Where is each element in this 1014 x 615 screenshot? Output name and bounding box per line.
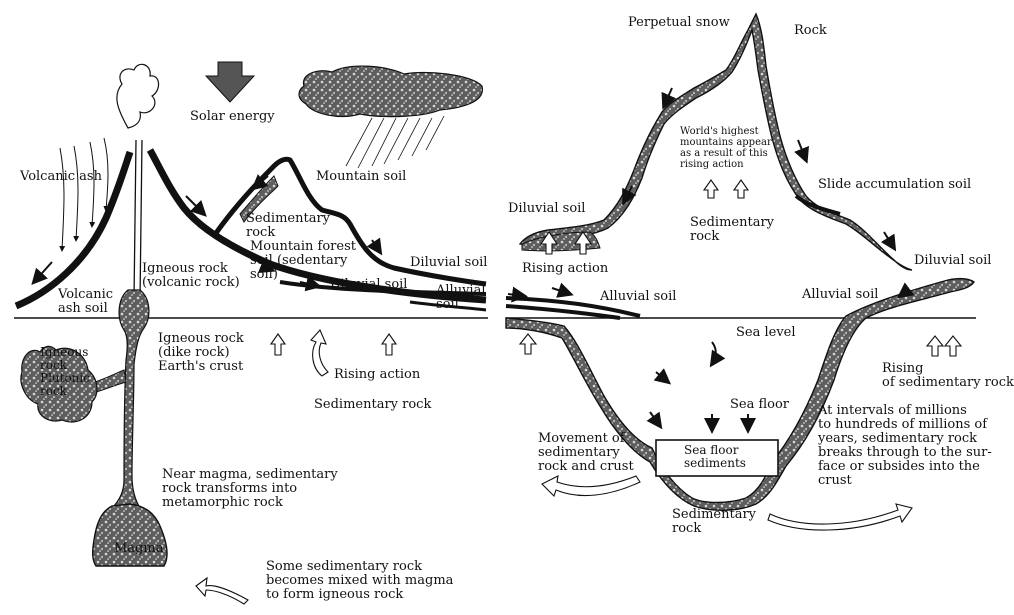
diluvial-soil-lower-label: Diluvial soil xyxy=(330,277,408,292)
right-panel-drawing xyxy=(505,12,976,531)
sedimentary-rock-mid-label: Sedimentary rock xyxy=(690,215,775,244)
intervals-label: At intervals of millions to hundreds of … xyxy=(818,403,992,488)
solar-energy-arrow xyxy=(204,61,256,103)
igneous-dike-label: Igneous rock (dike rock) Earth's crust xyxy=(158,331,244,374)
diluvial-soil-right-left-label: Diluvial soil xyxy=(508,201,586,216)
alluvial-arrow-left-2 xyxy=(507,286,528,303)
igneous-volcanic-label: Igneous rock (volcanic rock) xyxy=(142,261,240,290)
movement-arrow-left xyxy=(541,475,641,498)
rock-label: Rock xyxy=(794,23,827,38)
mountain-soil-label: Mountain soil xyxy=(316,169,407,184)
perpetual-snow-label: Perpetual snow xyxy=(628,15,730,30)
sea-level-label: Sea level xyxy=(736,325,796,340)
sedimentary-rock-top-label: Sedimentary rock xyxy=(246,211,331,240)
igneous-plutonic-label: Igneous rock Plutonic rock xyxy=(40,345,90,398)
rising-action-left-label: Rising action xyxy=(334,367,421,382)
movement-arrow-right xyxy=(767,503,913,531)
sea-floor-sediments-label: Sea floor sediments xyxy=(684,443,746,470)
slide-accumulation-label: Slide accumulation soil xyxy=(818,177,972,192)
plateau-rising-arrows xyxy=(539,179,750,255)
sedimentary-rock-left-label: Sedimentary rock xyxy=(314,397,432,412)
alluvial-soil-label: Alluvial soil xyxy=(436,283,486,312)
sea-floor-label: Sea floor xyxy=(730,397,790,412)
sedimentary-mountain xyxy=(211,156,487,287)
magma-label: Magma xyxy=(114,541,164,556)
right-slope-arrows xyxy=(622,87,897,252)
highest-mountains-label: World's highest mountains appear as a re… xyxy=(680,126,772,170)
mountain-rock-band xyxy=(239,175,279,223)
solar-energy-label: Solar energy xyxy=(190,109,275,124)
alluvial-soil-right-left-label: Alluvial soil xyxy=(600,289,677,304)
movement-label: Movement of sedimentary rock and crust xyxy=(538,431,634,474)
left-panel-drawing xyxy=(14,61,488,605)
alluvial-soil-right-label: Alluvial soil xyxy=(802,287,879,302)
igneous-return-arrow xyxy=(195,576,249,605)
left-slope-arrows xyxy=(31,174,383,292)
diluvial-layer xyxy=(279,280,487,296)
mountain-forest-soil-label: Mountain forest soil (sedentary soil) xyxy=(250,239,356,282)
alluvial-layer xyxy=(409,300,487,312)
volcanic-ash-arrows xyxy=(59,137,110,252)
alluvial-arrow-left xyxy=(551,282,574,298)
sea-rising-arrows xyxy=(518,333,963,357)
near-magma-label: Near magma, sedimentary rock transforms … xyxy=(162,467,338,510)
rain-cloud xyxy=(298,65,483,118)
igneous-formation-label: Some sedimentary rock becomes mixed with… xyxy=(266,559,454,602)
dike-rock xyxy=(110,289,150,509)
volcano-plume xyxy=(116,63,160,129)
sedimentary-rock-bottom-label: Sedimentary rock xyxy=(672,507,757,536)
volcano-conduit xyxy=(133,139,143,301)
rain-lines xyxy=(345,115,445,169)
sea-arrows xyxy=(646,282,915,434)
diluvial-soil-right-label: Diluvial soil xyxy=(914,253,992,268)
volcanic-ash-soil-label: Volcanic ash soil xyxy=(58,287,114,316)
volcano-left-slope xyxy=(14,150,134,310)
plutonic-rock-body xyxy=(20,345,98,423)
left-rising-arrows xyxy=(269,328,398,377)
sea-floor-sediment-box xyxy=(655,439,779,477)
volcanic-ash-label: Volcanic ash xyxy=(20,169,102,184)
rising-action-right-label: Rising action xyxy=(522,261,609,276)
slide-accumulation-layer xyxy=(794,194,841,216)
diluvial-soil-upper-label: Diluvial soil xyxy=(410,255,488,270)
magma-chamber xyxy=(91,503,168,567)
rising-of-sedimentary-label: Rising of sedimentary rock xyxy=(882,361,1014,390)
